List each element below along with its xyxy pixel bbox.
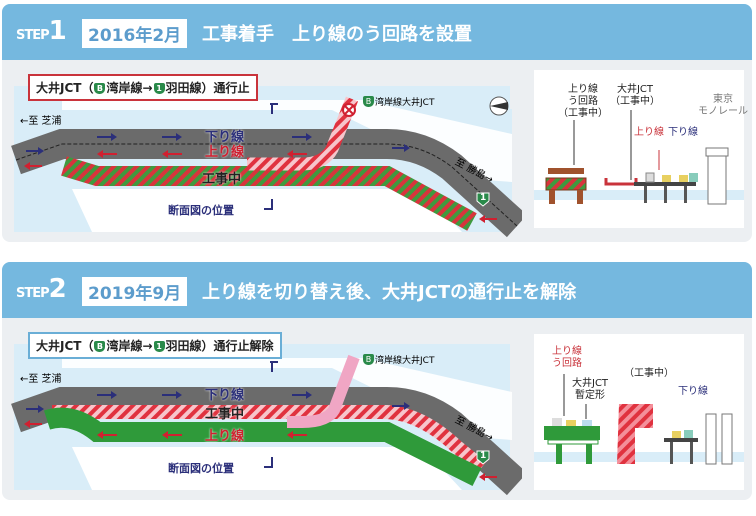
step-date: 2019年9月 — [82, 277, 188, 306]
step2-header: STEP2 2019年9月 上り線を切り替え後、大井JCTの通行止を解除 — [2, 262, 752, 318]
step-date: 2016年2月 — [82, 19, 188, 48]
new-up-line — [43, 407, 482, 486]
step1-header: STEP1 2016年2月 工事着手 上り線のう回路を設置 — [2, 4, 752, 60]
callout-prefix: 大井JCT（ — [36, 339, 94, 353]
section-position-label: 断面図の位置 — [168, 204, 234, 217]
down-section-label: 下り線 — [668, 127, 698, 138]
down-line-label: 下り線 — [205, 388, 245, 403]
route-shield: 1 — [480, 451, 487, 461]
construction-label: 工事中 — [205, 407, 245, 422]
up-arrows — [24, 150, 497, 223]
down-line-label: 下り線 — [205, 130, 245, 145]
callout-route-b: 湾岸線→ — [106, 81, 153, 95]
callout-route-1: 羽田線）通行止解除 — [165, 339, 274, 353]
jct-name: 湾岸線大井JCT — [375, 356, 435, 366]
callout-prefix: 大井JCT（ — [36, 81, 94, 95]
to-shibaura-label: ←至 芝浦 — [20, 374, 62, 385]
up-line-label: 上り線 — [205, 429, 245, 444]
monorail-label: 東京 モノレール — [698, 94, 748, 117]
work-section-label: （工事中） — [624, 368, 674, 379]
step2-panel: STEP2 2019年9月 上り線を切り替え後、大井JCTの通行止を解除 大井J… — [2, 262, 752, 500]
callout-route-b: 湾岸線→ — [106, 339, 153, 353]
section-position-label: 断面図の位置 — [168, 462, 234, 475]
route-map — [11, 86, 522, 238]
construction-band — [61, 156, 477, 231]
jct-section-label: 大井JCT 暫定形 — [572, 378, 609, 401]
step-title: 上り線を切り替え後、大井JCTの通行止を解除 — [202, 282, 577, 303]
step-word: STEP — [16, 286, 50, 301]
route-map — [11, 344, 522, 496]
up-section-label: 上り線 — [634, 127, 664, 138]
callout-route-1: 羽田線）通行止 — [165, 81, 250, 95]
up-line-label: 上り線 — [205, 145, 245, 160]
step-number: 1 — [48, 16, 67, 46]
step-word: STEP — [16, 28, 50, 43]
construction-label: 工事中 — [202, 172, 242, 187]
step-label: STEP2 — [16, 274, 67, 304]
down-arrows — [26, 133, 410, 155]
detour-ramp — [247, 96, 359, 171]
bayshore-shield-icon: B — [94, 83, 106, 94]
detour-section-label: 上り線 う回路 （工事中） — [558, 84, 608, 119]
route1-shield-icon: 1 — [153, 341, 165, 352]
cross-section: 上り線 う回路 大井JCT 暫定形 （工事中） 下り線 — [534, 334, 744, 490]
bayshore-shield-icon: B — [363, 354, 374, 365]
bayshore-shield-icon: B — [363, 96, 374, 107]
step-label: STEP1 — [16, 16, 67, 46]
down-section-label: 下り線 — [678, 386, 708, 397]
route1-shield-icon: 1 — [153, 83, 165, 94]
jct-name: 湾岸線大井JCT — [375, 98, 435, 108]
construction-band — [52, 405, 487, 473]
to-shibaura-label: ←至 芝浦 — [20, 116, 62, 127]
cross-section: 上り線 う回路 （工事中） 大井JCT （工事中） 東京 モノレール 上り線 下… — [534, 70, 748, 228]
jct-section-label: 大井JCT （工事中） — [610, 84, 660, 107]
step-number: 2 — [48, 274, 67, 304]
step-title: 工事着手 上り線のう回路を設置 — [202, 24, 472, 45]
bayshore-shield-icon: B — [94, 341, 106, 352]
jct-ramp — [287, 354, 360, 428]
detour-section-label: 上り線 う回路 — [552, 346, 582, 369]
route-shield: 1 — [480, 193, 487, 203]
